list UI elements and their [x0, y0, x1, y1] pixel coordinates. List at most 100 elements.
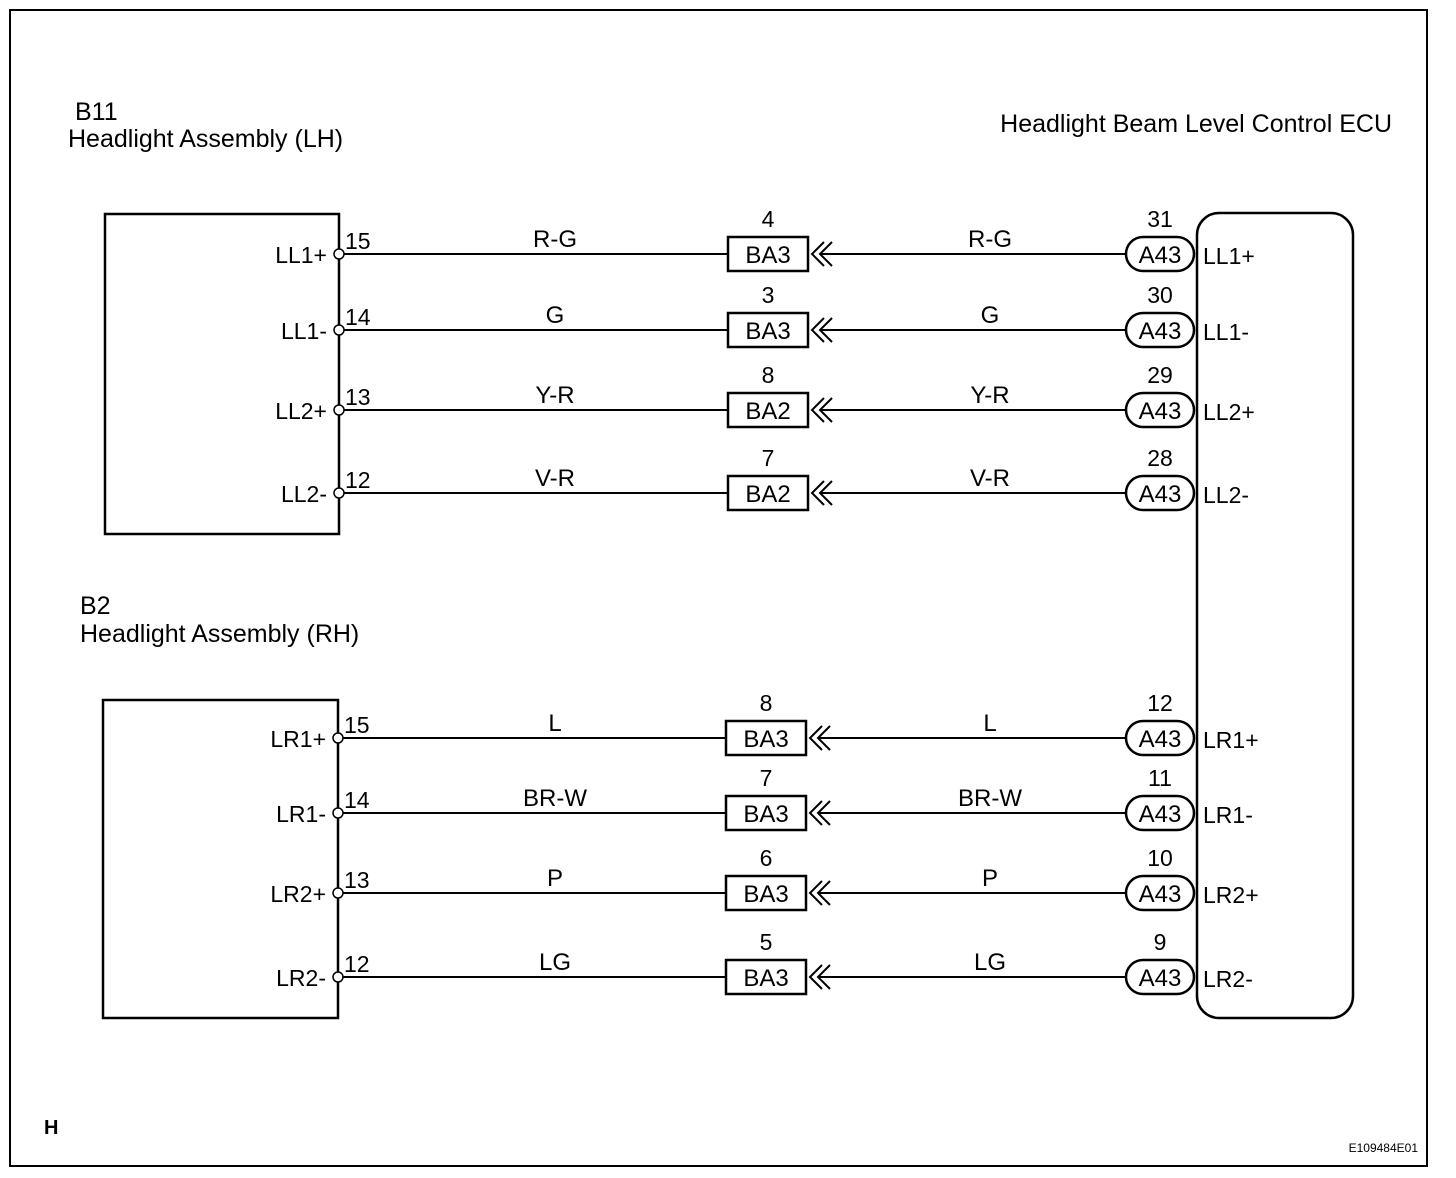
junction-pin-number: 3: [762, 282, 775, 308]
pin-label: LL1-: [281, 318, 327, 344]
ecu-connector: [1124, 874, 1196, 912]
junction-connector: [724, 719, 808, 757]
chevron-icon: [808, 880, 823, 906]
pin-label: LR1+: [270, 726, 326, 752]
wire-color-right: G: [981, 302, 1000, 329]
junction-connector-label: BA3: [743, 801, 788, 828]
junction-connector-label: BA2: [745, 481, 790, 508]
wire-color-right: P: [982, 865, 998, 892]
pin-label: LR2-: [276, 965, 326, 991]
ecu-connector-label: A43: [1139, 481, 1182, 508]
pin-number: 15: [344, 712, 370, 738]
ecu-terminal-label: LR1+: [1203, 727, 1259, 753]
junction-connector: [726, 235, 810, 273]
ecu-pin-number: 29: [1147, 362, 1173, 388]
ecu-pin-number: 28: [1147, 445, 1173, 471]
terminal-circle: [333, 487, 345, 499]
chevron-icon: [810, 480, 825, 506]
chevron-icon: [808, 800, 823, 826]
junction-pin-number: 8: [760, 690, 773, 716]
terminal-circle: [332, 887, 344, 899]
wire-color-right: R-G: [968, 226, 1012, 253]
junction-pin-number: 6: [760, 845, 773, 871]
ecu-box: [1195, 211, 1355, 1020]
ecu-terminal-label: LR1-: [1203, 802, 1253, 828]
terminal-circle: [333, 404, 345, 416]
ecu-pin-number: 9: [1154, 929, 1167, 955]
junction-connector: [724, 958, 808, 996]
junction-connector: [724, 794, 808, 832]
wire-color-right: V-R: [970, 465, 1010, 492]
lh-name: Headlight Assembly (LH): [68, 125, 343, 153]
wire-color-left: V-R: [535, 465, 575, 492]
ecu-connector: [1124, 958, 1196, 996]
ecu-terminal-label: LR2+: [1203, 882, 1259, 908]
junction-connector: [724, 874, 808, 912]
wire-color-left: LG: [539, 949, 571, 976]
corner-letter: H: [44, 1117, 58, 1139]
wire-color-left: G: [546, 302, 565, 329]
junction-pin-number: 8: [762, 362, 775, 388]
wire-color-right: BR-W: [958, 785, 1022, 812]
chevron-icon: [810, 241, 825, 267]
junction-connector-label: BA3: [745, 242, 790, 269]
terminal-circle: [333, 324, 345, 336]
ecu-connector-label: A43: [1139, 881, 1182, 908]
ecu-pin-number: 12: [1147, 690, 1173, 716]
junction-connector: [726, 311, 810, 349]
terminal-circle: [332, 971, 344, 983]
junction-connector: [726, 474, 810, 512]
rh-name: Headlight Assembly (RH): [80, 620, 359, 648]
ecu-pin-number: 10: [1147, 845, 1173, 871]
ecu-connector: [1124, 719, 1196, 757]
junction-connector-label: BA3: [743, 726, 788, 753]
pin-number: 13: [344, 867, 370, 893]
junction-connector-label: BA3: [743, 965, 788, 992]
pin-label: LR2+: [270, 881, 326, 907]
ecu-connector-label: A43: [1139, 242, 1182, 269]
junction-connector-label: BA3: [743, 881, 788, 908]
junction-connector-label: BA2: [745, 398, 790, 425]
rh-code: B2: [80, 592, 111, 620]
junction-pin-number: 4: [762, 206, 775, 232]
ecu-connector-label: A43: [1139, 398, 1182, 425]
wire-color-left: R-G: [533, 226, 577, 253]
diagram-frame: [9, 9, 1428, 1167]
pin-number: 14: [345, 304, 371, 330]
pin-label: LL2+: [275, 398, 327, 424]
lh-headlight-box: [103, 212, 341, 536]
ecu-connector-label: A43: [1139, 801, 1182, 828]
ecu-connector: [1124, 311, 1196, 349]
ecu-terminal-label: LR2-: [1203, 966, 1253, 992]
ecu-connector: [1124, 474, 1196, 512]
ecu-connector-label: A43: [1139, 726, 1182, 753]
wire-color-left: P: [547, 865, 563, 892]
chevron-icon: [810, 317, 825, 343]
pin-number: 13: [345, 384, 371, 410]
junction-connector: [726, 391, 810, 429]
wire-color-right: L: [983, 710, 996, 737]
pin-label: LL2-: [281, 481, 327, 507]
ecu-terminal-label: LL1-: [1203, 319, 1249, 345]
terminal-circle: [332, 807, 344, 819]
ecu-terminal-label: LL2+: [1203, 399, 1255, 425]
ecu-connector: [1124, 794, 1196, 832]
wire-color-right: LG: [974, 949, 1006, 976]
chevron-icon: [810, 397, 825, 423]
ecu-connector-label: A43: [1139, 965, 1182, 992]
rh-headlight-box: [101, 698, 340, 1020]
ecu-name: Headlight Beam Level Control ECU: [1000, 110, 1392, 138]
figure-id: E109484E01: [1349, 1141, 1419, 1155]
terminal-circle: [332, 732, 344, 744]
wire-color-left: Y-R: [535, 382, 574, 409]
pin-number: 15: [345, 228, 371, 254]
